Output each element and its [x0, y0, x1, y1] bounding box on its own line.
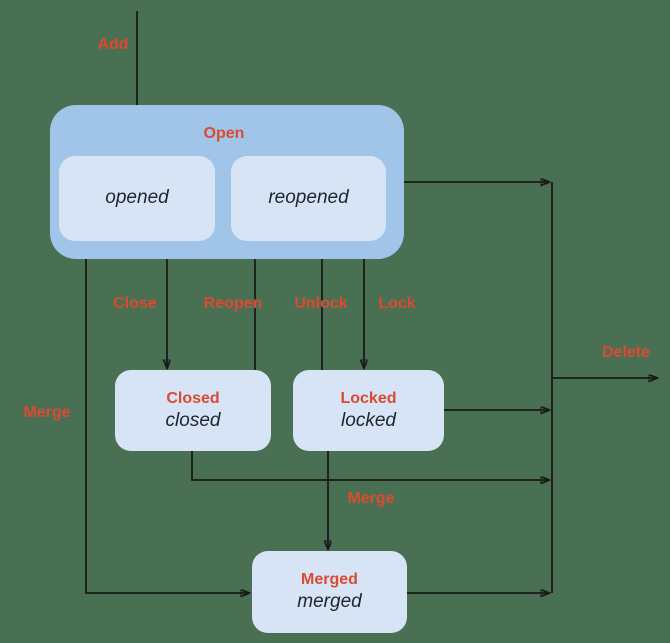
state-closed-title: Closed	[166, 389, 220, 407]
edge-label-delete: Delete	[601, 344, 651, 361]
edge-label-close: Close	[113, 295, 157, 312]
state-closed-name: closed	[165, 409, 221, 431]
state-merged-name: merged	[297, 591, 362, 612]
state-opened-name: opened	[105, 187, 169, 209]
state-merged-title: Merged	[301, 571, 358, 589]
state-merged: Merged merged	[252, 551, 407, 633]
arrow-merge-left	[85, 259, 249, 593]
state-closed: Closed closed	[115, 370, 271, 451]
edge-label-reopen: Reopen	[203, 295, 263, 312]
edge-label-merge-left: Merge	[23, 404, 71, 421]
state-opened: opened	[59, 156, 215, 241]
edge-label-lock: Lock	[378, 295, 416, 312]
state-reopened: reopened	[231, 156, 386, 241]
line-closed-to-delete	[191, 451, 549, 480]
state-reopened-name: reopened	[268, 187, 349, 209]
edge-label-unlock: Unlock	[294, 295, 348, 312]
state-locked-name: locked	[341, 409, 396, 431]
state-locked-title: Locked	[340, 389, 397, 407]
group-open-title: Open	[203, 125, 245, 142]
state-locked: Locked locked	[293, 370, 444, 451]
edge-label-merge-bottom: Merge	[347, 490, 395, 507]
edge-label-add: Add	[97, 36, 129, 53]
